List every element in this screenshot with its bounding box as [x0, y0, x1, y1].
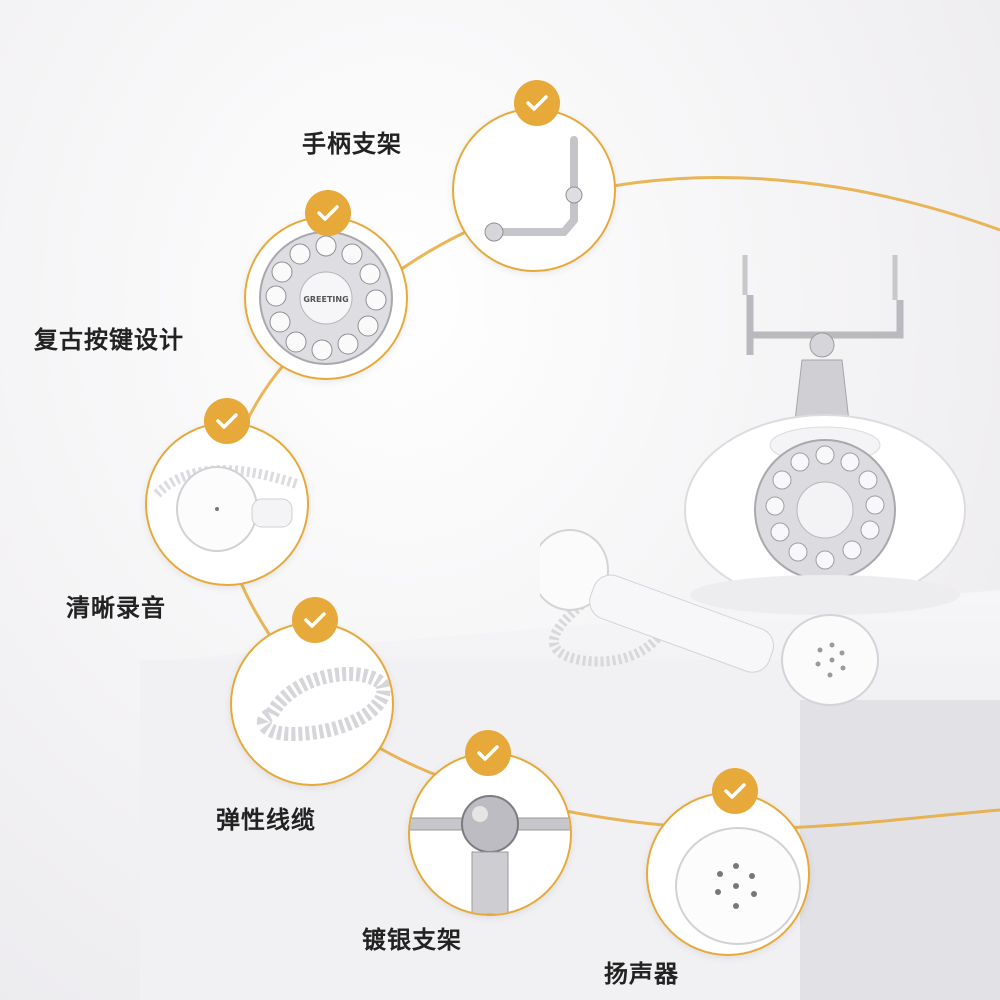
- pedestal-side-face: [800, 700, 1000, 1000]
- feature-label-silver-stand: 镀银支架: [362, 926, 462, 954]
- coiled-cord-icon: [257, 667, 391, 742]
- feature-label-elastic-cable: 弹性线缆: [216, 806, 316, 834]
- feature-circle-speaker: [646, 792, 810, 956]
- speaker-icon: [675, 827, 801, 945]
- check-icon: [465, 730, 511, 776]
- check-icon: [514, 80, 560, 126]
- feature-label-handle-holder: 手柄支架: [302, 130, 402, 158]
- check-icon: [204, 398, 250, 444]
- silver-ball-stand-icon: [410, 795, 570, 914]
- handle-holder-icon: [484, 136, 583, 242]
- feature-circle-clear-recording: [145, 422, 309, 586]
- retro-telephone-illustration: [540, 255, 966, 706]
- feature-circle-handle-holder: [452, 108, 616, 272]
- feature-circle-silver-stand: [408, 752, 572, 916]
- handset-mic-icon: [153, 465, 299, 552]
- check-icon: [292, 597, 338, 643]
- feature-label-retro-keypad: 复古按键设计: [34, 326, 184, 354]
- feature-label-speaker: 扬声器: [604, 960, 679, 988]
- retro-keypad-icon: GREETING: [259, 231, 393, 365]
- check-icon: [305, 190, 351, 236]
- check-icon: [712, 768, 758, 814]
- feature-circle-elastic-cable: [230, 622, 394, 786]
- feature-circle-retro-keypad: GREETING: [244, 216, 408, 380]
- keypad-brand: GREETING: [303, 295, 348, 304]
- feature-label-clear-recording: 清晰录音: [66, 594, 166, 622]
